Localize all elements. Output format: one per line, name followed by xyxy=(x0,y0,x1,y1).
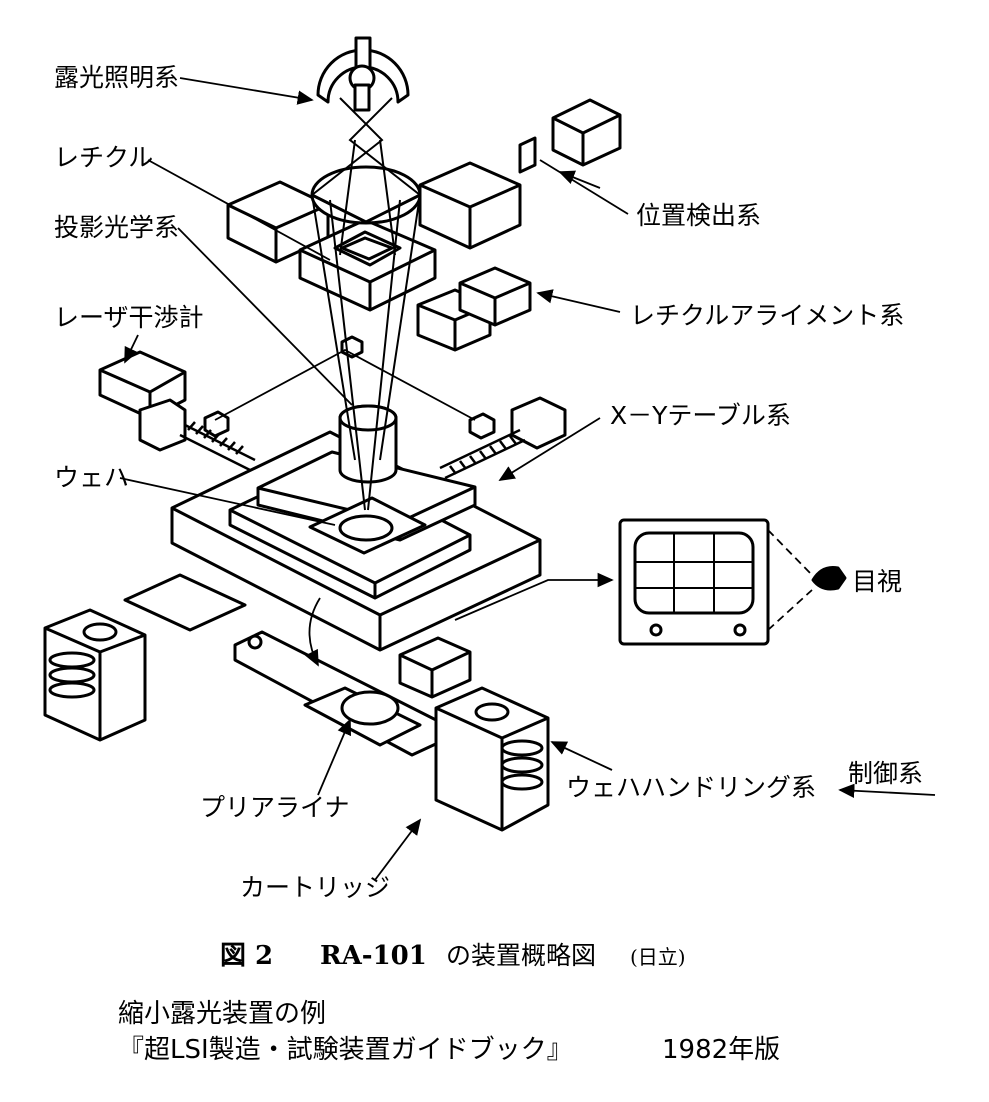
caption-fig: 図 2 xyxy=(220,941,273,971)
position-detector xyxy=(518,98,622,174)
label-reticle-alignment: レチクルアライメント系 xyxy=(630,301,904,330)
leader-wafer-handling xyxy=(550,741,613,771)
label-exposure-illumination: 露光照明系 xyxy=(54,63,179,92)
leader-illumination xyxy=(179,77,314,105)
arrow-position xyxy=(558,170,601,189)
label-cartridge: カートリッジ xyxy=(240,873,390,902)
leader-prealigner xyxy=(317,718,351,796)
label-projection-optics: 投影光学系 xyxy=(54,213,179,242)
note-year: 1982年版 xyxy=(662,1035,780,1065)
caption-maker: (日立) xyxy=(630,945,686,969)
leader-laser xyxy=(124,334,139,364)
label-wafer: ウェハ xyxy=(54,463,129,492)
reticle-alignment-blocks xyxy=(416,266,532,352)
source-note: 縮小露光装置の例 『超LSI製造・試験装置ガイドブック』 1982年版 xyxy=(118,999,780,1065)
note-line1: 縮小露光装置の例 xyxy=(118,999,326,1029)
transfer-curve xyxy=(305,597,321,667)
xy-table xyxy=(170,404,542,652)
label-visual: 目視 xyxy=(852,567,902,596)
leader-wafer xyxy=(119,477,336,526)
monitor xyxy=(618,518,770,646)
caption-rest: の装置概略図 xyxy=(446,941,596,970)
right-cartridge xyxy=(434,686,550,832)
label-control: 制御系 xyxy=(848,759,923,788)
optical-path xyxy=(311,97,421,511)
label-wafer-handling: ウェハハンドリング系 xyxy=(566,773,816,802)
leader-xy-table xyxy=(498,417,601,481)
eye-icon xyxy=(811,566,847,591)
leader-cartridge xyxy=(374,818,422,881)
label-prealigner: プリアライナ xyxy=(200,793,350,822)
bellows xyxy=(179,421,526,480)
caption-model: RA-101 xyxy=(320,941,427,971)
reticle-lens xyxy=(310,165,422,225)
left-cartridge xyxy=(43,573,247,742)
arrow-control xyxy=(838,783,936,798)
leader-reticle xyxy=(147,159,331,261)
label-reticle: レチクル xyxy=(54,143,153,172)
label-laser-interferometer: レーザ干渉計 xyxy=(54,303,204,332)
label-position-detection: 位置検出系 xyxy=(636,201,761,230)
leader-position xyxy=(539,159,629,215)
illumination-lamp xyxy=(316,36,410,112)
leader-reticle-alignment xyxy=(536,289,621,313)
label-xy-table: X－Yテーブル系 xyxy=(610,401,791,430)
prealigner-arm xyxy=(233,630,442,757)
figure-caption: 図 2 RA-101 の装置概略図 (日立) xyxy=(220,941,686,971)
leader-projection xyxy=(177,227,353,406)
laser-link xyxy=(214,348,476,421)
reticle-stage xyxy=(226,161,522,312)
signal-to-monitor xyxy=(454,572,614,621)
note-line2: 『超LSI製造・試験装置ガイドブック』 xyxy=(118,1035,573,1065)
sight-lines xyxy=(767,529,813,631)
